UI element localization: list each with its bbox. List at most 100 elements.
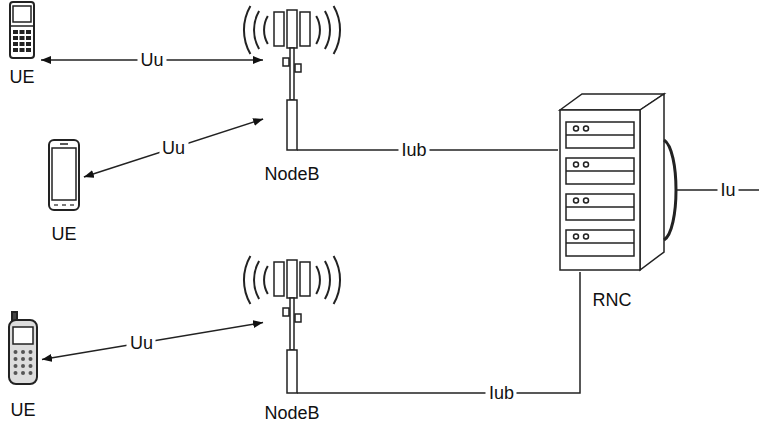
antenna-tower-icon xyxy=(316,16,320,44)
mobile-phone-icon xyxy=(21,350,25,354)
flip-phone-icon xyxy=(13,30,31,52)
antenna-tower-icon xyxy=(244,256,250,304)
flip-phone-icon xyxy=(26,36,31,40)
server-rack-icon xyxy=(574,198,579,203)
antenna-tower-icon xyxy=(325,261,330,299)
interface-label: Iu xyxy=(717,180,738,201)
node-label: UE xyxy=(9,67,34,88)
flip-phone-icon xyxy=(13,36,18,40)
mobile-phone-icon xyxy=(9,320,37,384)
smartphone-icon xyxy=(49,140,79,210)
antenna-tower-icon xyxy=(334,256,340,304)
ue-device: UE xyxy=(47,138,81,212)
antenna-tower-icon xyxy=(264,16,268,44)
antenna-tower-icon xyxy=(287,350,297,393)
antenna-tower-icon xyxy=(295,64,301,72)
antenna-tower-icon xyxy=(244,6,340,150)
flip-phone-icon xyxy=(13,48,18,52)
server-rack-icon xyxy=(640,94,664,270)
server-rack-icon xyxy=(584,126,589,131)
antenna-tower-icon xyxy=(290,48,294,100)
flip-phone-icon xyxy=(26,42,31,46)
flip-phone-icon xyxy=(10,2,34,58)
smartphone-icon xyxy=(60,143,68,145)
antenna-tower-icon xyxy=(300,12,310,46)
flip-phone-icon xyxy=(20,36,25,40)
mobile-phone-icon xyxy=(9,312,37,384)
server-rack-icon xyxy=(566,242,634,244)
mobile-phone-icon xyxy=(13,327,33,344)
server-rack-icon xyxy=(566,206,634,208)
node-label: NodeB xyxy=(264,403,319,424)
antenna-tower-icon xyxy=(297,392,318,394)
interface-label: Uu xyxy=(159,138,188,159)
nodeb-station: NodeB xyxy=(266,8,318,152)
mobile-phone-icon xyxy=(14,350,33,375)
rnc-controller: RNC xyxy=(558,90,666,272)
server-rack-icon xyxy=(574,126,579,131)
flip-phone-icon xyxy=(10,25,34,27)
flip-phone-icon xyxy=(20,42,25,46)
flip-phone-icon xyxy=(26,30,31,34)
mobile-phone-icon xyxy=(21,357,25,361)
server-rack-icon xyxy=(584,198,589,203)
interface-label: Iub xyxy=(398,140,429,161)
mobile-phone-icon xyxy=(14,357,18,361)
antenna-tower-icon xyxy=(244,6,340,54)
server-rack-icon xyxy=(566,230,634,256)
server-rack-icon xyxy=(584,234,589,239)
mobile-phone-icon xyxy=(21,364,25,368)
server-rack-icon xyxy=(566,134,634,136)
antenna-tower-icon xyxy=(283,58,289,66)
mobile-phone-icon xyxy=(29,357,33,361)
node-label: RNC xyxy=(593,290,632,311)
antenna-tower-icon xyxy=(264,266,268,294)
flip-phone-icon xyxy=(13,42,18,46)
smartphone-icon xyxy=(49,140,79,210)
server-rack-icon xyxy=(664,140,676,240)
antenna-tower-icon xyxy=(244,256,340,304)
smartphone-icon xyxy=(70,204,74,205)
antenna-tower-icon xyxy=(274,262,284,296)
antenna-tower-icon xyxy=(300,262,310,296)
node-label: UE xyxy=(10,400,35,421)
antenna-tower-icon xyxy=(274,12,284,46)
node-label: UE xyxy=(51,224,76,245)
antenna-tower-icon xyxy=(244,6,250,54)
server-rack-icon xyxy=(566,122,634,148)
interface-label: Iub xyxy=(486,383,517,404)
smartphone-icon xyxy=(54,204,58,205)
antenna-tower-icon xyxy=(295,314,301,322)
server-rack-icon xyxy=(566,158,634,184)
mobile-phone-icon xyxy=(14,350,18,354)
server-rack-icon xyxy=(584,162,589,167)
flip-phone-icon xyxy=(13,30,18,34)
smartphone-icon xyxy=(52,148,76,200)
server-rack-icon xyxy=(574,162,579,167)
antenna-tower-icon xyxy=(297,149,318,151)
interface-label: Uu xyxy=(127,332,156,353)
flip-phone-icon xyxy=(13,6,31,22)
smartphone-icon xyxy=(62,204,66,205)
ue-device: UE xyxy=(7,312,39,386)
mobile-phone-icon xyxy=(29,364,33,368)
connector-line xyxy=(42,322,263,359)
flip-phone-icon xyxy=(20,30,25,34)
flip-phone-icon xyxy=(26,48,31,52)
server-rack-icon xyxy=(560,110,640,270)
ue-device: UE xyxy=(6,1,38,63)
connector-line xyxy=(318,149,558,151)
antenna-tower-icon xyxy=(316,266,320,294)
antenna-tower-icon xyxy=(290,298,294,350)
connector-line xyxy=(318,272,580,393)
antenna-tower-icon xyxy=(287,100,297,150)
mobile-phone-icon xyxy=(14,371,18,375)
antenna-tower-icon xyxy=(334,6,340,54)
interface-label: Uu xyxy=(137,50,166,71)
mobile-phone-icon xyxy=(14,364,18,368)
server-rack-icon xyxy=(574,234,579,239)
nodeb-station: NodeB xyxy=(266,255,318,395)
antenna-tower-icon xyxy=(325,11,330,49)
